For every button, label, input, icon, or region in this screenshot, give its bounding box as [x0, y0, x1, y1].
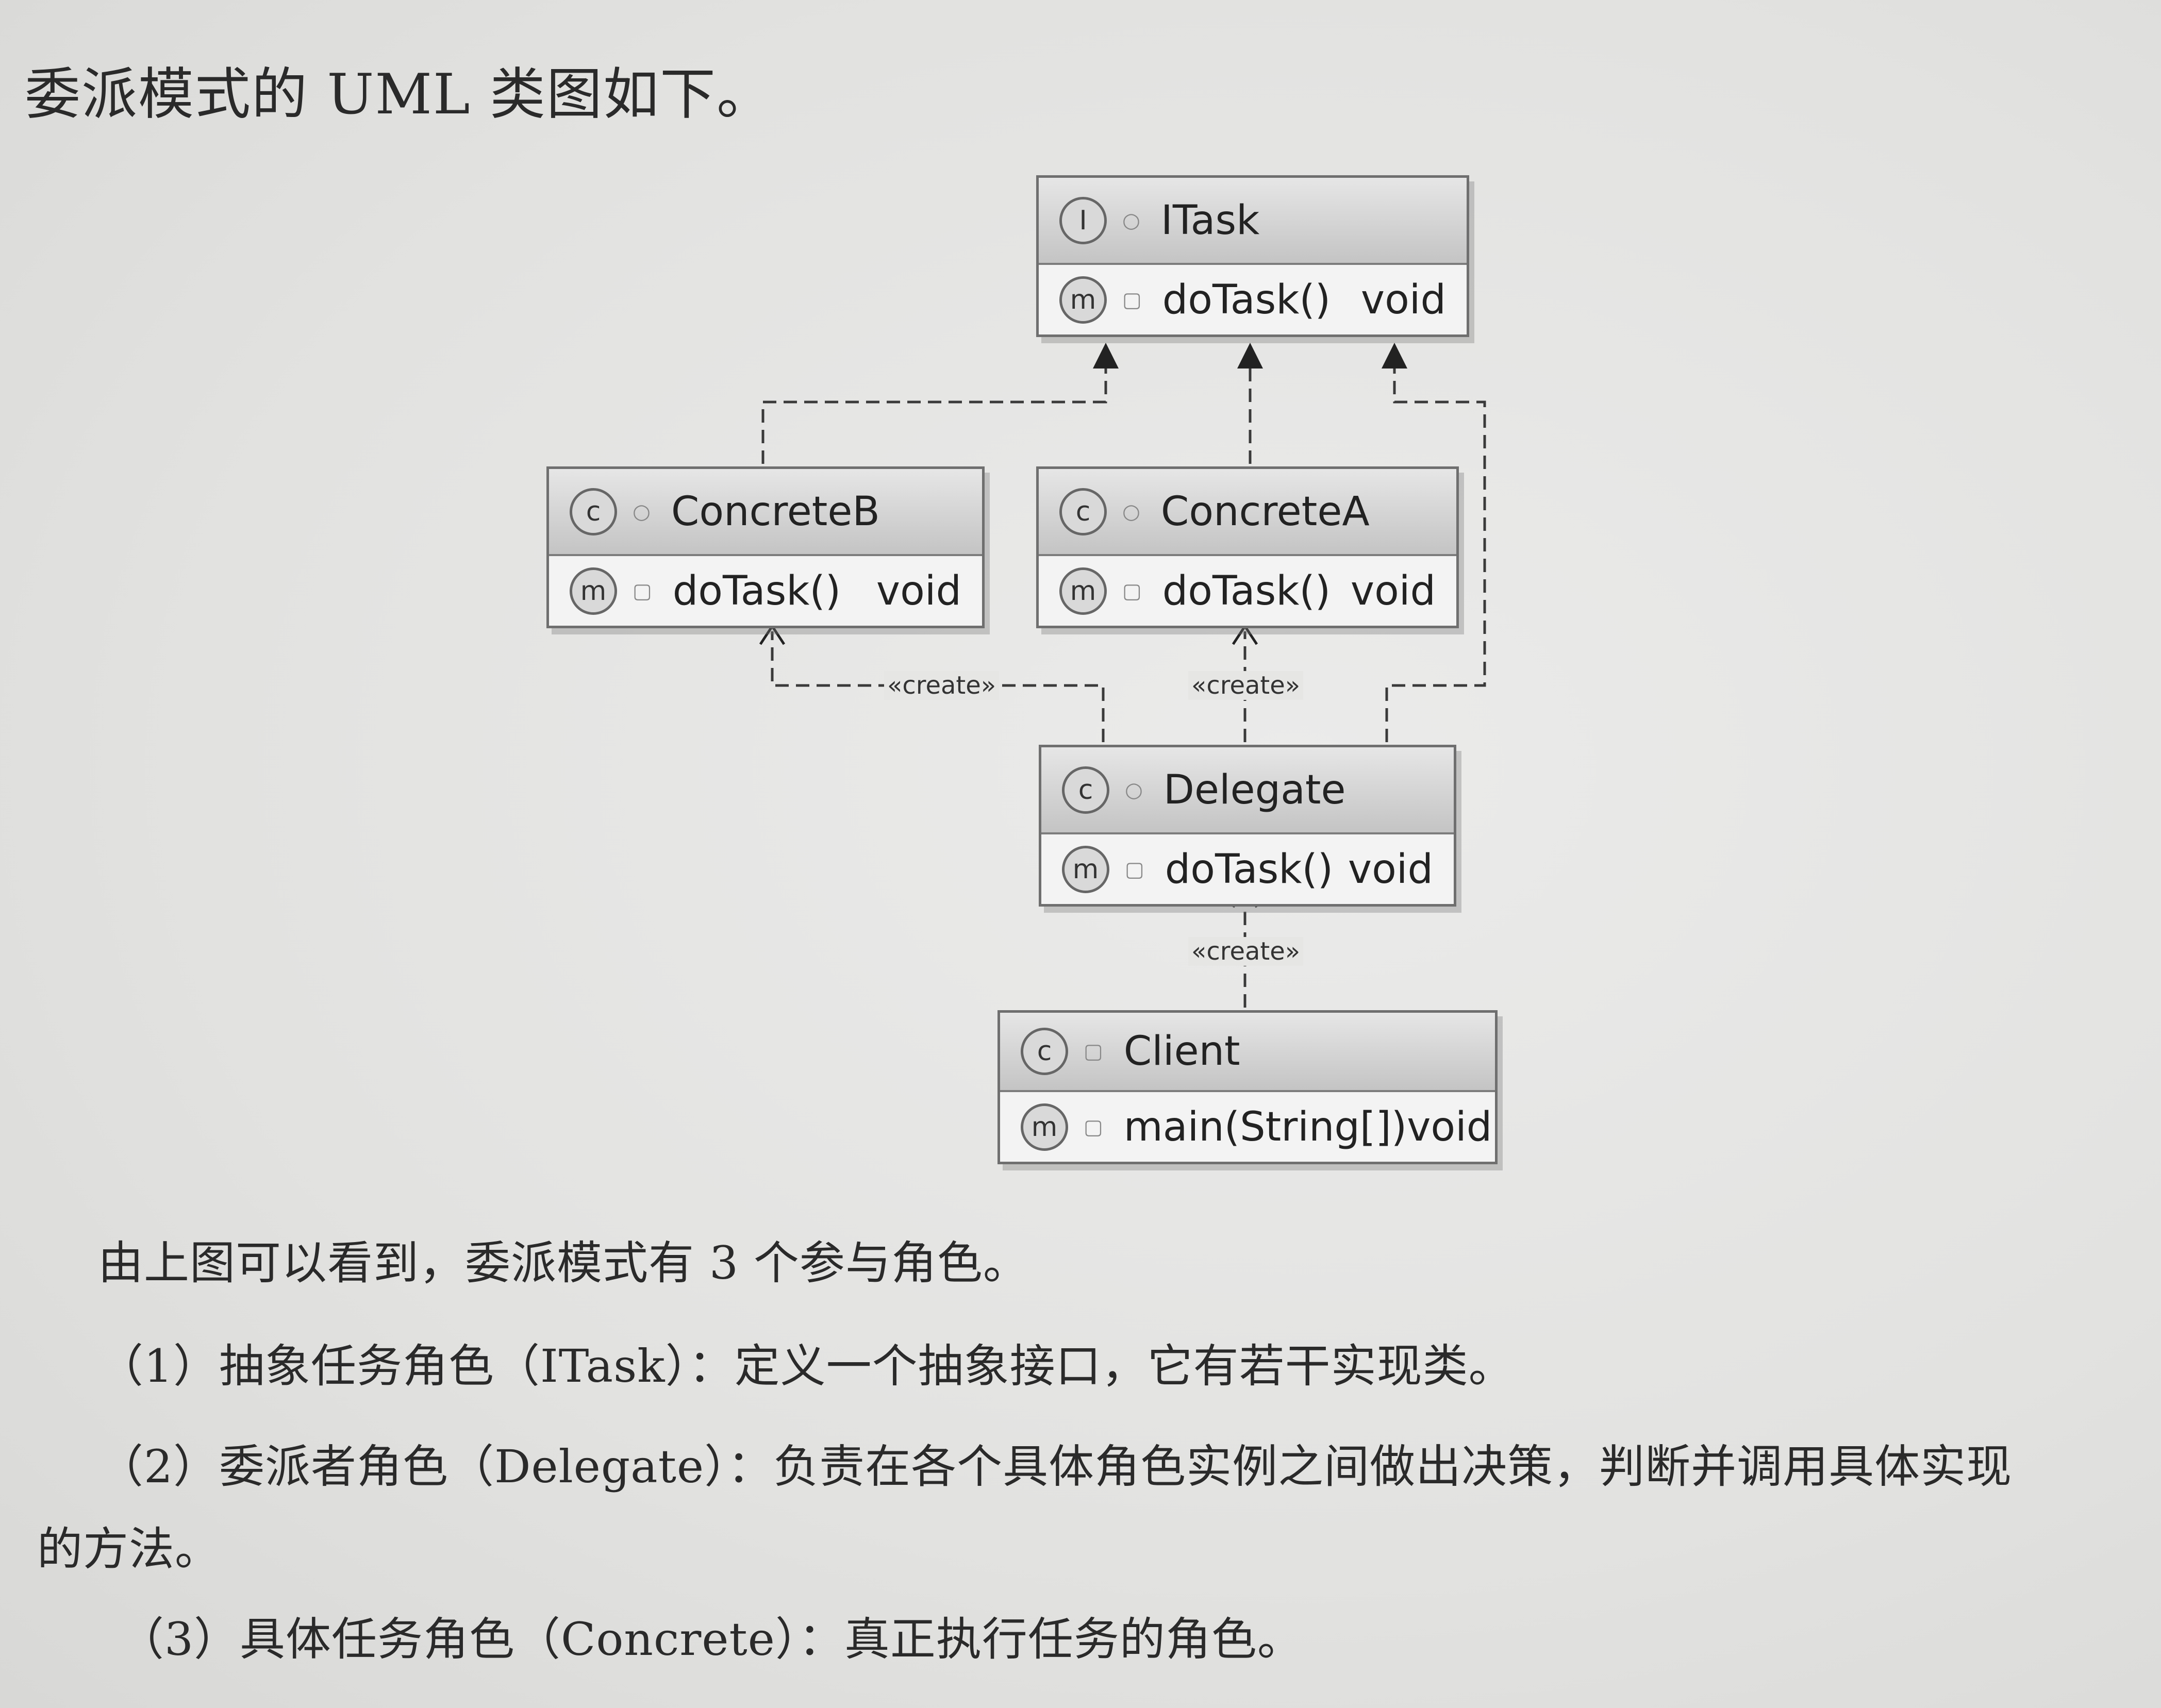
method-name: doTask() — [672, 567, 841, 614]
class-client-name: Client — [1123, 1028, 1240, 1075]
create-label-concrete-b: «create» — [884, 671, 1000, 700]
class-icon: c — [1059, 488, 1107, 535]
class-concrete-a-method: m ▢ doTask() void — [1039, 556, 1456, 626]
method-icon: m — [1062, 845, 1109, 893]
create-concreteb-line — [771, 631, 1105, 742]
class-client: c ▢ Client m ▢ main(String[]) void — [998, 1010, 1498, 1164]
class-concrete-b-method: m ▢ doTask() void — [549, 556, 982, 626]
method-icon: m — [1021, 1103, 1068, 1151]
class-concrete-b: c ○ ConcreteB m ▢ doTask() void — [546, 466, 985, 628]
lock-icon: ▢ — [1084, 1115, 1103, 1139]
intro-text: 委派模式的 UML 类图如下。 — [25, 62, 773, 127]
visibility-icon: ○ — [633, 499, 651, 524]
lock-icon: ▢ — [1122, 288, 1142, 312]
role3-paragraph: （3）具体任务角色（Concrete）：真正执行任务的角色。 — [119, 1613, 1303, 1666]
class-concrete-a: c ○ ConcreteA m ▢ doTask() void — [1036, 466, 1459, 628]
realize-arrowhead-1 — [1093, 343, 1119, 369]
class-icon: c — [1062, 766, 1109, 814]
create-label-delegate: «create» — [1188, 937, 1304, 966]
class-client-header: c ▢ Client — [1000, 1013, 1495, 1092]
realize-arrowhead-2 — [1237, 343, 1263, 369]
class-concrete-a-header: c ○ ConcreteA — [1039, 469, 1456, 556]
class-concrete-a-name: ConcreteA — [1160, 488, 1370, 535]
class-delegate-method: m ▢ doTask() void — [1041, 834, 1454, 904]
method-icon: m — [1059, 567, 1107, 615]
method-icon: m — [570, 567, 617, 615]
method-name: doTask() — [1165, 846, 1334, 893]
method-return: void — [876, 567, 961, 614]
visibility-icon: ○ — [1122, 499, 1140, 524]
method-name: main(String[]) — [1123, 1103, 1407, 1150]
summary-paragraph: 由上图可以看到，委派模式有 3 个参与角色。 — [98, 1236, 1029, 1290]
class-delegate-header: c ○ Delegate — [1041, 747, 1454, 834]
class-itask-header: I ○ ITask — [1039, 178, 1467, 265]
class-concrete-b-header: c ○ ConcreteB — [549, 469, 982, 556]
method-return: void — [1348, 846, 1433, 893]
realize-arrowhead-3 — [1382, 343, 1407, 369]
realize-concreteb-line — [761, 369, 1107, 464]
class-concrete-b-name: ConcreteB — [671, 488, 880, 535]
create-label-concrete-a: «create» — [1188, 671, 1304, 700]
role1-paragraph: （1）抽象任务角色（ITask）：定义一个抽象接口，它有若干实现类。 — [98, 1339, 1515, 1393]
realize-delegate-line — [1385, 369, 1486, 742]
lock-icon: ▢ — [1084, 1040, 1103, 1063]
role2-paragraph: （2）委派者角色（Delegate）：负责在各个具体角色实例之间做出决策，判断并… — [98, 1440, 2013, 1493]
method-return: void — [1360, 276, 1446, 323]
class-delegate: c ○ Delegate m ▢ doTask() void — [1039, 745, 1456, 907]
method-return: void — [1350, 567, 1436, 614]
role2-continuation: 的方法。 — [37, 1522, 221, 1576]
class-itask-method: m ▢ doTask() void — [1039, 265, 1467, 334]
class-client-method: m ▢ main(String[]) void — [1000, 1092, 1495, 1162]
visibility-icon: ○ — [1125, 778, 1143, 802]
visibility-icon: ○ — [1122, 208, 1140, 232]
class-itask: I ○ ITask m ▢ doTask() void — [1036, 175, 1469, 337]
method-name: doTask() — [1162, 276, 1331, 323]
class-icon: c — [1021, 1028, 1068, 1075]
lock-icon: ▢ — [1125, 857, 1144, 881]
class-itask-name: ITask — [1160, 197, 1260, 244]
interface-icon: I — [1059, 196, 1107, 244]
lock-icon: ▢ — [633, 579, 652, 603]
class-icon: c — [570, 488, 617, 535]
method-icon: m — [1059, 276, 1107, 324]
method-return: void — [1407, 1103, 1492, 1150]
class-delegate-name: Delegate — [1163, 766, 1346, 813]
lock-icon: ▢ — [1122, 579, 1142, 603]
method-name: doTask() — [1162, 567, 1331, 614]
